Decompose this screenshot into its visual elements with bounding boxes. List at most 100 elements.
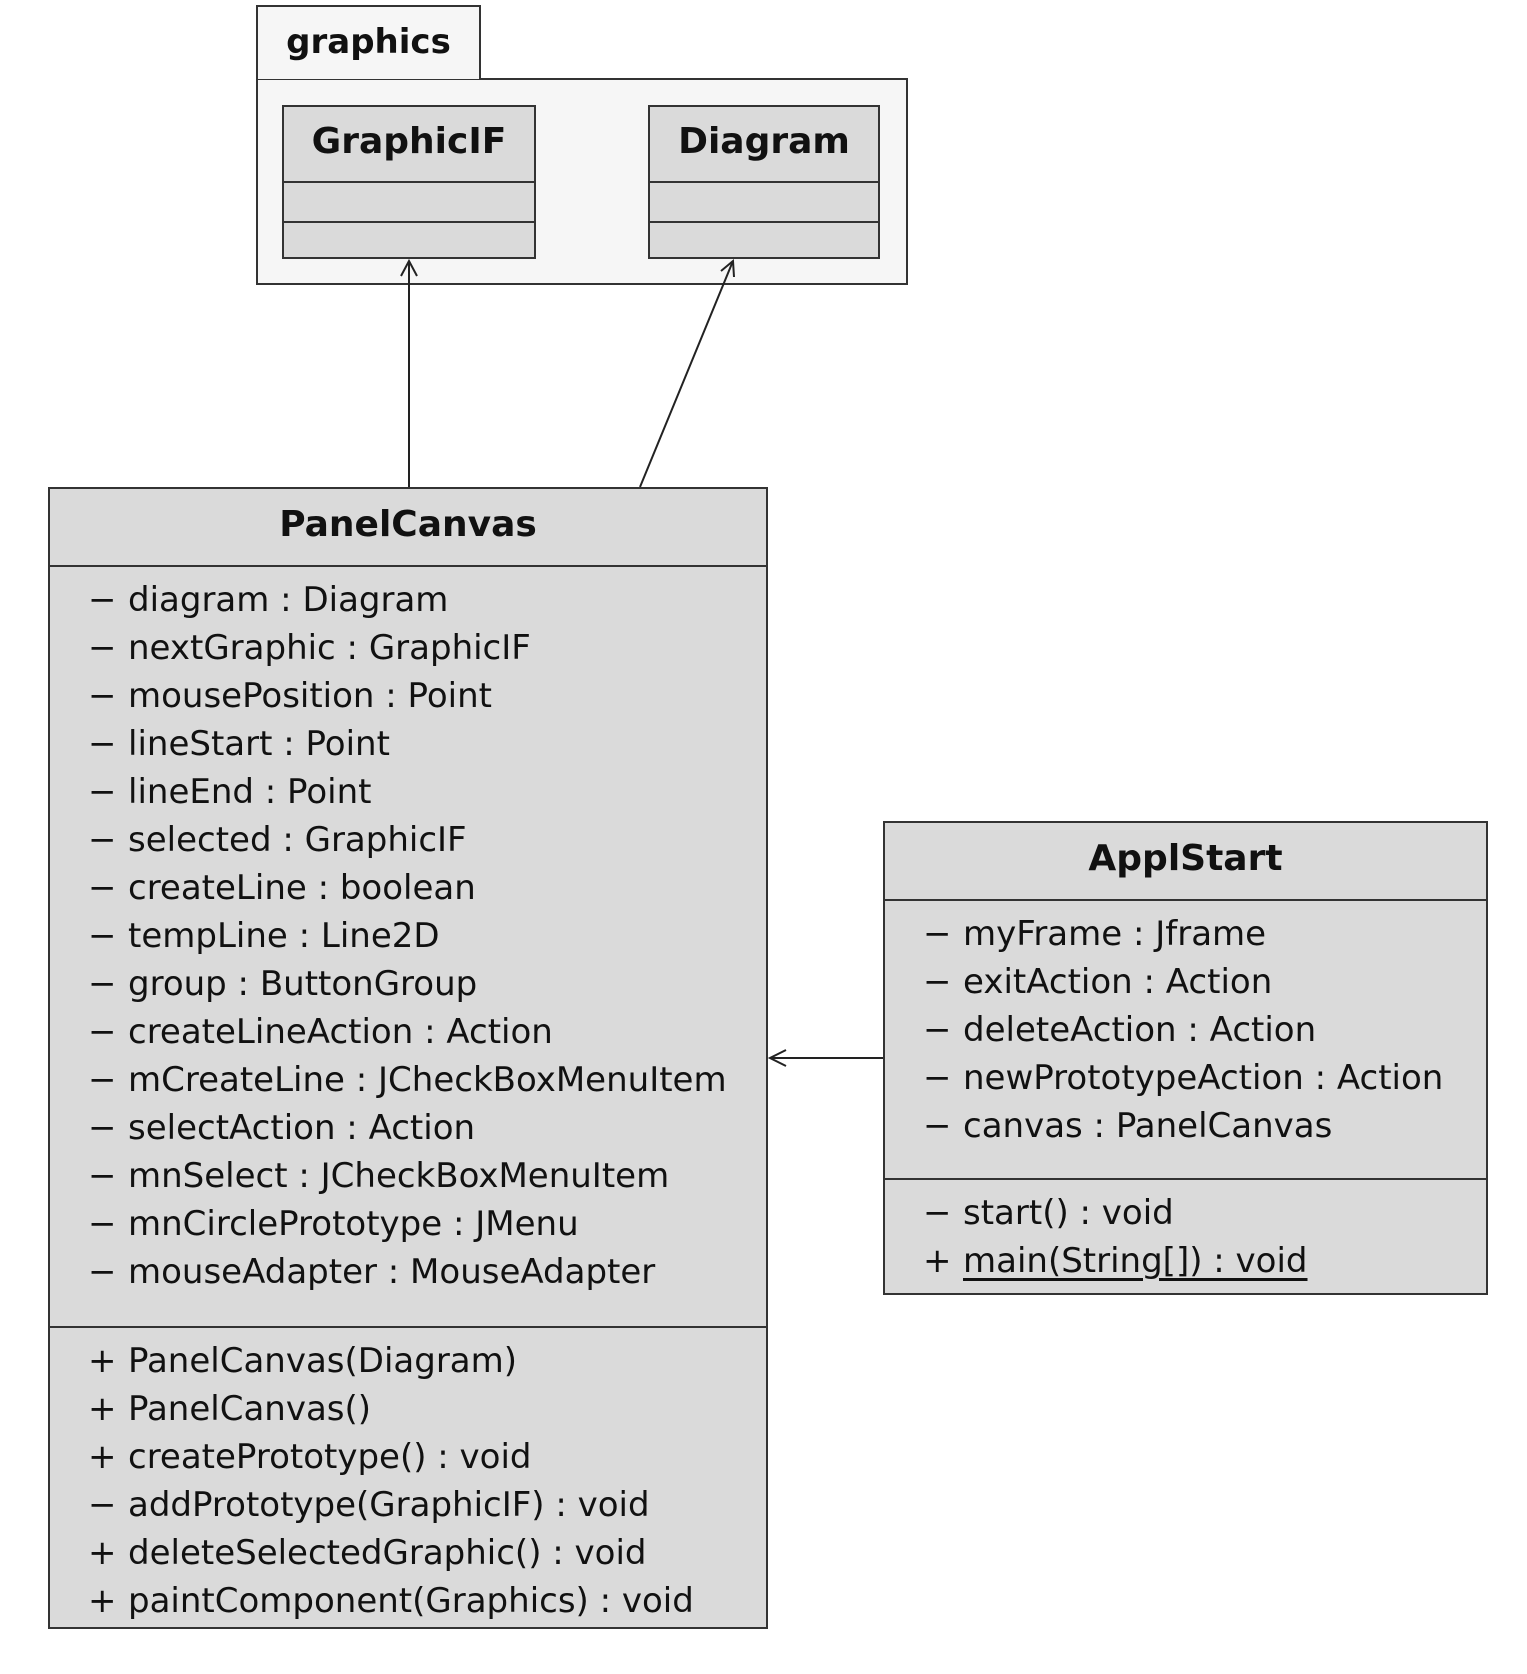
operation-text: deleteSelectedGraphic() : void xyxy=(128,1533,647,1573)
arrowhead-graphicif xyxy=(400,258,418,277)
visibility-marker: − xyxy=(923,1106,952,1146)
arrowhead-panelcanvas xyxy=(767,1049,787,1067)
attribute-text: mouseAdapter : MouseAdapter xyxy=(128,1252,656,1292)
operation-row: −addPrototype(GraphicIF) : void xyxy=(88,1481,766,1529)
attribute-row: −selectAction : Action xyxy=(88,1104,766,1152)
visibility-marker: − xyxy=(923,1010,952,1050)
attribute-row: −myFrame : Jframe xyxy=(923,910,1486,958)
class-panelcanvas: PanelCanvas −diagram : Diagram−nextGraph… xyxy=(48,487,768,1629)
attribute-row: −exitAction : Action xyxy=(923,958,1486,1006)
operation-text: PanelCanvas() xyxy=(128,1389,372,1429)
attribute-row: −selected : GraphicIF xyxy=(88,816,766,864)
attribute-text: lineEnd : Point xyxy=(128,772,372,812)
visibility-marker: − xyxy=(88,964,117,1004)
attribute-text: deleteAction : Action xyxy=(963,1010,1317,1050)
attributes-compartment xyxy=(284,183,534,223)
attribute-row: −mnCirclePrototype : JMenu xyxy=(88,1200,766,1248)
attribute-text: myFrame : Jframe xyxy=(963,914,1267,954)
attribute-text: selectAction : Action xyxy=(128,1108,476,1148)
operation-row: + PanelCanvas(Diagram) xyxy=(88,1337,766,1385)
attribute-text: newPrototypeAction : Action xyxy=(963,1058,1444,1098)
attribute-row: −newPrototypeAction : Action xyxy=(923,1054,1486,1102)
attribute-text: selected : GraphicIF xyxy=(128,820,467,860)
visibility-marker: − xyxy=(923,1193,952,1233)
operations-compartment: −start() : void+main(String[]) : void xyxy=(885,1180,1486,1285)
visibility-marker: − xyxy=(88,1012,117,1052)
class-diagram: Diagram xyxy=(648,105,880,259)
visibility-marker: + xyxy=(88,1533,117,1573)
visibility-marker: − xyxy=(88,1060,117,1100)
attribute-row: −createLine : boolean xyxy=(88,864,766,912)
attribute-row: −mouseAdapter : MouseAdapter xyxy=(88,1248,766,1296)
attribute-row: −canvas : PanelCanvas xyxy=(923,1102,1486,1150)
visibility-marker: − xyxy=(88,868,117,908)
attribute-text: nextGraphic : GraphicIF xyxy=(128,628,531,668)
class-name: ApplStart xyxy=(885,823,1486,901)
attribute-row: −diagram : Diagram xyxy=(88,576,766,624)
visibility-marker: − xyxy=(923,914,952,954)
visibility-marker: − xyxy=(88,772,117,812)
attribute-text: mousePosition : Point xyxy=(128,676,492,716)
attribute-row: −group : ButtonGroup xyxy=(88,960,766,1008)
visibility-marker: − xyxy=(88,820,117,860)
visibility-marker: − xyxy=(88,916,117,956)
operation-text: PanelCanvas(Diagram) xyxy=(128,1341,518,1381)
operation-text: paintComponent(Graphics) : void xyxy=(128,1581,694,1621)
operations-compartment: + PanelCanvas(Diagram) + PanelCanvas() + crea… xyxy=(50,1328,766,1625)
visibility-marker: − xyxy=(88,1156,117,1196)
attribute-text: group : ButtonGroup xyxy=(128,964,478,1004)
class-name: GraphicIF xyxy=(284,107,534,183)
arrowhead-diagram xyxy=(720,258,735,278)
operation-row: + createPrototype() : void xyxy=(88,1433,766,1481)
visibility-marker: − xyxy=(923,1058,952,1098)
class-graphicif: GraphicIF xyxy=(282,105,536,259)
attributes-compartment: −myFrame : Jframe−exitAction : Action−de… xyxy=(885,901,1486,1180)
visibility-marker: − xyxy=(923,962,952,1002)
association-panelcanvas-diagram xyxy=(639,260,734,488)
package-name: graphics xyxy=(286,22,451,62)
attribute-row: −lineStart : Point xyxy=(88,720,766,768)
attribute-row: −lineEnd : Point xyxy=(88,768,766,816)
visibility-marker: + xyxy=(88,1437,117,1477)
operation-text: addPrototype(GraphicIF) : void xyxy=(128,1485,650,1525)
operation-text: createPrototype() : void xyxy=(128,1437,532,1477)
visibility-marker: + xyxy=(88,1581,117,1621)
attribute-text: createLine : boolean xyxy=(128,868,476,908)
attribute-text: mCreateLine : JCheckBoxMenuItem xyxy=(128,1060,727,1100)
class-name: Diagram xyxy=(650,107,878,183)
attribute-row: −tempLine : Line2D xyxy=(88,912,766,960)
attribute-row: −nextGraphic : GraphicIF xyxy=(88,624,766,672)
visibility-marker: − xyxy=(88,1485,117,1525)
visibility-marker: − xyxy=(88,1204,117,1244)
operation-row: −start() : void xyxy=(923,1189,1486,1237)
attribute-text: mnCirclePrototype : JMenu xyxy=(128,1204,579,1244)
attribute-row: −deleteAction : Action xyxy=(923,1006,1486,1054)
attribute-text: mnSelect : JCheckBoxMenuItem xyxy=(128,1156,670,1196)
attribute-text: createLineAction : Action xyxy=(128,1012,553,1052)
visibility-marker: + xyxy=(88,1389,117,1429)
attribute-text: exitAction : Action xyxy=(963,962,1273,1002)
attribute-text: canvas : PanelCanvas xyxy=(963,1106,1333,1146)
visibility-marker: + xyxy=(88,1341,117,1381)
operation-row: + PanelCanvas() xyxy=(88,1385,766,1433)
attribute-text: lineStart : Point xyxy=(128,724,390,764)
package-tab: graphics xyxy=(256,5,481,79)
operation-row: + main(String[]) : void xyxy=(923,1237,1486,1285)
operation-row: + paintComponent(Graphics) : void xyxy=(88,1577,766,1625)
attribute-row: −createLineAction : Action xyxy=(88,1008,766,1056)
attributes-compartment: −diagram : Diagram−nextGraphic : Graphic… xyxy=(50,567,766,1328)
operation-text: main(String[]) : void xyxy=(963,1241,1308,1281)
attributes-compartment xyxy=(650,183,878,223)
class-applstart: ApplStart −myFrame : Jframe−exitAction :… xyxy=(883,821,1488,1295)
visibility-marker: − xyxy=(88,676,117,716)
class-name: PanelCanvas xyxy=(50,489,766,567)
operation-text: start() : void xyxy=(963,1193,1174,1233)
visibility-marker: − xyxy=(88,1252,117,1292)
attribute-text: diagram : Diagram xyxy=(128,580,449,620)
attribute-row: −mCreateLine : JCheckBoxMenuItem xyxy=(88,1056,766,1104)
visibility-marker: − xyxy=(88,724,117,764)
visibility-marker: + xyxy=(923,1241,952,1281)
visibility-marker: − xyxy=(88,1108,117,1148)
visibility-marker: − xyxy=(88,580,117,620)
